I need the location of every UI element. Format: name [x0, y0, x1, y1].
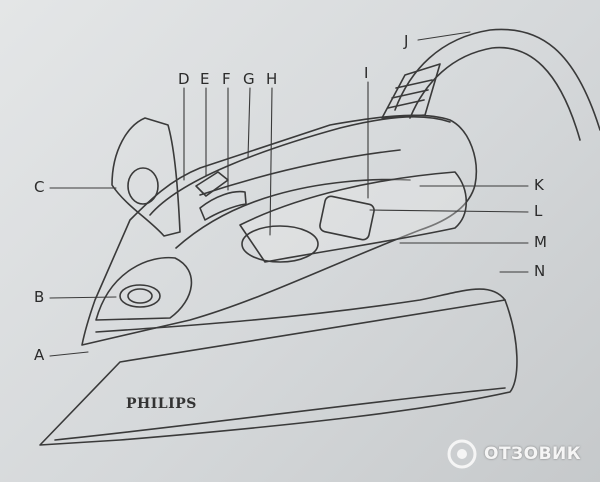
steam-dial — [241, 225, 319, 263]
callout-m: M — [534, 233, 547, 251]
leader-l — [369, 209, 529, 213]
leader-h — [269, 87, 273, 236]
leader-a — [49, 351, 89, 357]
callout-a: A — [34, 346, 45, 364]
callout-l: L — [534, 202, 543, 220]
iron-body — [81, 114, 477, 346]
callout-k: K — [534, 176, 544, 194]
callout-c: C — [34, 178, 45, 196]
spray-button — [195, 171, 229, 197]
site-watermark: ОТЗОВИК — [446, 436, 581, 472]
filling-door — [95, 256, 193, 321]
handle — [149, 116, 451, 216]
steam-button — [199, 190, 247, 221]
callout-f: F — [222, 70, 231, 88]
callout-e: E — [200, 70, 210, 88]
leader-j — [417, 31, 471, 41]
callout-h: H — [266, 70, 278, 88]
callout-i: I — [364, 64, 369, 82]
cord-guard — [381, 63, 441, 119]
power-cord — [394, 28, 600, 131]
callout-d: D — [178, 70, 190, 88]
callout-b: B — [34, 288, 45, 306]
brand-logo: PHILIPS — [126, 396, 197, 412]
callout-n: N — [534, 262, 546, 280]
callout-j: J — [404, 32, 409, 50]
water-inlet-cap — [111, 117, 181, 237]
soleplate — [39, 299, 518, 446]
water-tank — [239, 171, 467, 263]
leader-b — [49, 296, 117, 299]
leader-g — [247, 87, 251, 159]
callout-g: G — [243, 70, 255, 88]
temperature-slider — [319, 195, 375, 241]
watermark-logo-icon — [447, 439, 477, 469]
spray-nozzle — [119, 284, 161, 308]
watermark-text: ОТЗОВИК — [484, 444, 582, 464]
